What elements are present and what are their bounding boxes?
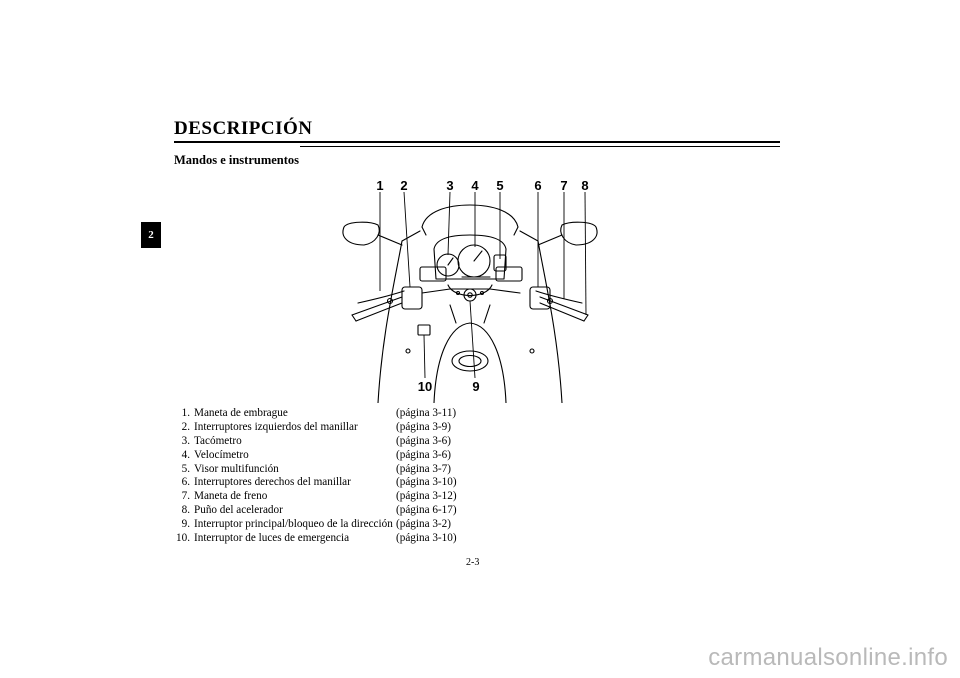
legend-item: 5. Visor multifunción (página 3-7): [170, 463, 457, 477]
legend-label: Interruptor de luces de emergencia: [194, 532, 350, 545]
handlebar-illustration: 1 2 3 4 5 6 7 8 9 10: [342, 178, 598, 403]
legend-number: 1.: [181, 407, 190, 419]
legend-item: 3. Tacómetro (página 3-6): [170, 435, 457, 449]
title-rule: [174, 141, 780, 143]
callout-6: 6: [534, 178, 541, 193]
callout-3: 3: [446, 178, 453, 193]
legend-number: 10.: [176, 532, 190, 545]
legend-item: 10. Interruptor de luces de emergencia (…: [170, 532, 457, 546]
legend-label: Velocímetro: [194, 448, 249, 461]
legend-number: 9.: [181, 518, 190, 531]
legend-page-ref: (página 6-17): [396, 504, 457, 517]
legend-item: 2. Interruptores izquierdos del manillar…: [170, 421, 457, 435]
legend-page-ref: (página 3-6): [396, 434, 451, 447]
legend-page-ref: (página 3-6): [396, 448, 451, 461]
legend-number: 5.: [181, 462, 190, 475]
legend-number: 4.: [181, 448, 190, 461]
legend-label: Tacómetro: [194, 434, 242, 447]
page-title: DESCRIPCIÓN: [174, 118, 313, 139]
chapter-tab: 2: [141, 222, 161, 248]
legend-item: 1. Maneta de embrague (página 3-11): [170, 407, 457, 421]
legend-item: 6. Interruptores derechos del manillar (…: [170, 476, 457, 490]
legend-page-ref: (página 3-7): [396, 462, 451, 475]
legend-number: 2.: [181, 420, 190, 433]
page-number: 2-3: [466, 557, 480, 568]
legend-number: 8.: [181, 504, 190, 517]
legend-page-ref: (página 3-9): [396, 420, 451, 433]
legend-item: 8. Puño del acelerador (página 6-17): [170, 504, 457, 518]
legend-label: Puño del acelerador: [194, 504, 283, 517]
callout-10: 10: [418, 379, 432, 394]
callout-7: 7: [560, 178, 567, 193]
legend-page-ref: (página 3-2): [396, 518, 451, 531]
legend-label: Maneta de embrague: [194, 407, 288, 419]
legend-page-ref: (página 3-11): [396, 407, 457, 419]
legend-label: Interruptor principal/bloqueo de la dire…: [194, 518, 393, 531]
legend-page-ref: (página 3-12): [396, 490, 457, 503]
legend-number: 3.: [181, 434, 190, 447]
callout-9: 9: [472, 379, 479, 394]
callout-5: 5: [496, 178, 503, 193]
legend-item: 7. Maneta de freno (página 3-12): [170, 490, 457, 504]
legend-label: Visor multifunción: [194, 462, 279, 475]
legend-label: Maneta de freno: [194, 490, 268, 503]
callout-8: 8: [581, 178, 588, 193]
callout-2: 2: [400, 178, 407, 193]
title-rule-thin: [300, 146, 780, 147]
section-heading: Mandos e instrumentos: [174, 153, 300, 167]
legend-item: 4. Velocímetro (página 3-6): [170, 449, 457, 463]
legend-number: 7.: [181, 490, 190, 503]
callout-4: 4: [471, 178, 479, 193]
legend-item: 9. Interruptor principal/bloqueo de la d…: [170, 518, 457, 532]
legend-number: 6.: [181, 476, 190, 489]
legend-page-ref: (página 3-10): [396, 476, 457, 489]
watermark: carmanualsonline.info: [708, 644, 948, 671]
legend-label: Interruptores derechos del manillar: [194, 476, 351, 489]
callout-1: 1: [376, 178, 383, 193]
legend-label: Interruptores izquierdos del manillar: [194, 420, 358, 433]
legend-page-ref: (página 3-10): [396, 532, 457, 545]
component-legend: 1. Maneta de embrague (página 3-11) 2. I…: [170, 407, 457, 546]
